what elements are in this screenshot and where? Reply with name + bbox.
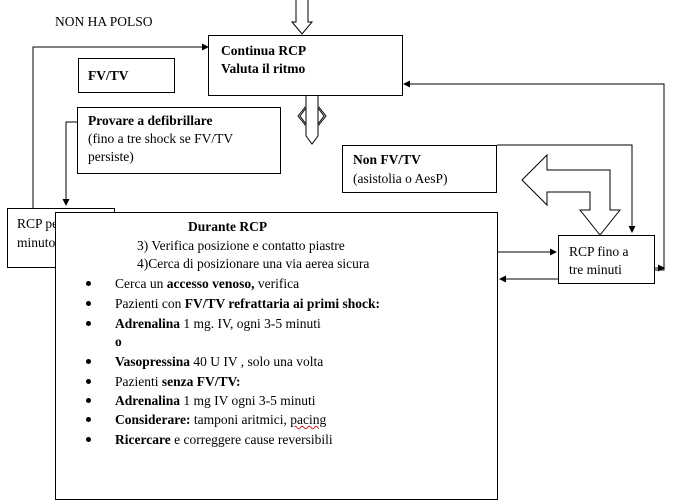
- bullet-icon: [86, 379, 91, 384]
- bullet-icon: [86, 321, 91, 326]
- continua-line1: Continua RCP: [221, 43, 307, 58]
- defibrillate-box: Provare a defibrillare (fino a tre shock…: [77, 107, 281, 174]
- bent-hollow-arrow: [521, 153, 622, 236]
- continua-line2: Valuta il ritmo: [221, 61, 306, 76]
- rcp-tre-line1: RCP fino a: [569, 244, 629, 259]
- rcp-tre-line2: tre minuti: [569, 262, 622, 277]
- fvtv-box: FV/TV: [78, 58, 175, 93]
- bullet-icon: [86, 398, 91, 403]
- bullet-icon: [86, 417, 91, 422]
- connector-nonfvtv-to-rcp-tre: [497, 144, 636, 233]
- defib-line3: persiste): [88, 149, 134, 164]
- fvtv-label: FV/TV: [88, 68, 129, 83]
- page-title: NON HA POLSO: [55, 14, 153, 29]
- bullet-icon: [86, 281, 91, 286]
- rcp-tre-minuti-box: RCP fino a tre minuti: [558, 235, 655, 284]
- nonfvtv-line1: Non FV/TV: [353, 152, 421, 167]
- durante-rcp-box: [55, 212, 498, 500]
- bullet-icon: [86, 301, 91, 306]
- durante-heading: Durante RCP: [188, 219, 268, 234]
- bullet-icon: [86, 437, 91, 442]
- defib-line1: Provare a defibrillare: [88, 113, 213, 128]
- durante-step3: 3) Verifica posizione e contatto piastre: [137, 238, 345, 253]
- top-hollow-arrow: [290, 0, 314, 35]
- defib-line2: (fino a tre shock se FV/TV: [88, 131, 234, 146]
- bullet-icon: [86, 359, 91, 364]
- nonfvtv-line2: (asistolia o AesP): [353, 171, 448, 186]
- double-hollow-arrow: [297, 87, 327, 145]
- rcp-minuto-line2: minuto: [17, 235, 56, 250]
- connector-minuto-to-continua: [32, 43, 209, 208]
- connector-defib-to-minuto: [62, 121, 77, 206]
- continua-rcp-box: Continua RCP Valuta il ritmo: [208, 35, 403, 96]
- non-fvtv-box: Non FV/TV (asistolia o AesP): [342, 145, 497, 193]
- durante-step4: 4)Cerca di posizionare una via aerea sic…: [137, 256, 370, 271]
